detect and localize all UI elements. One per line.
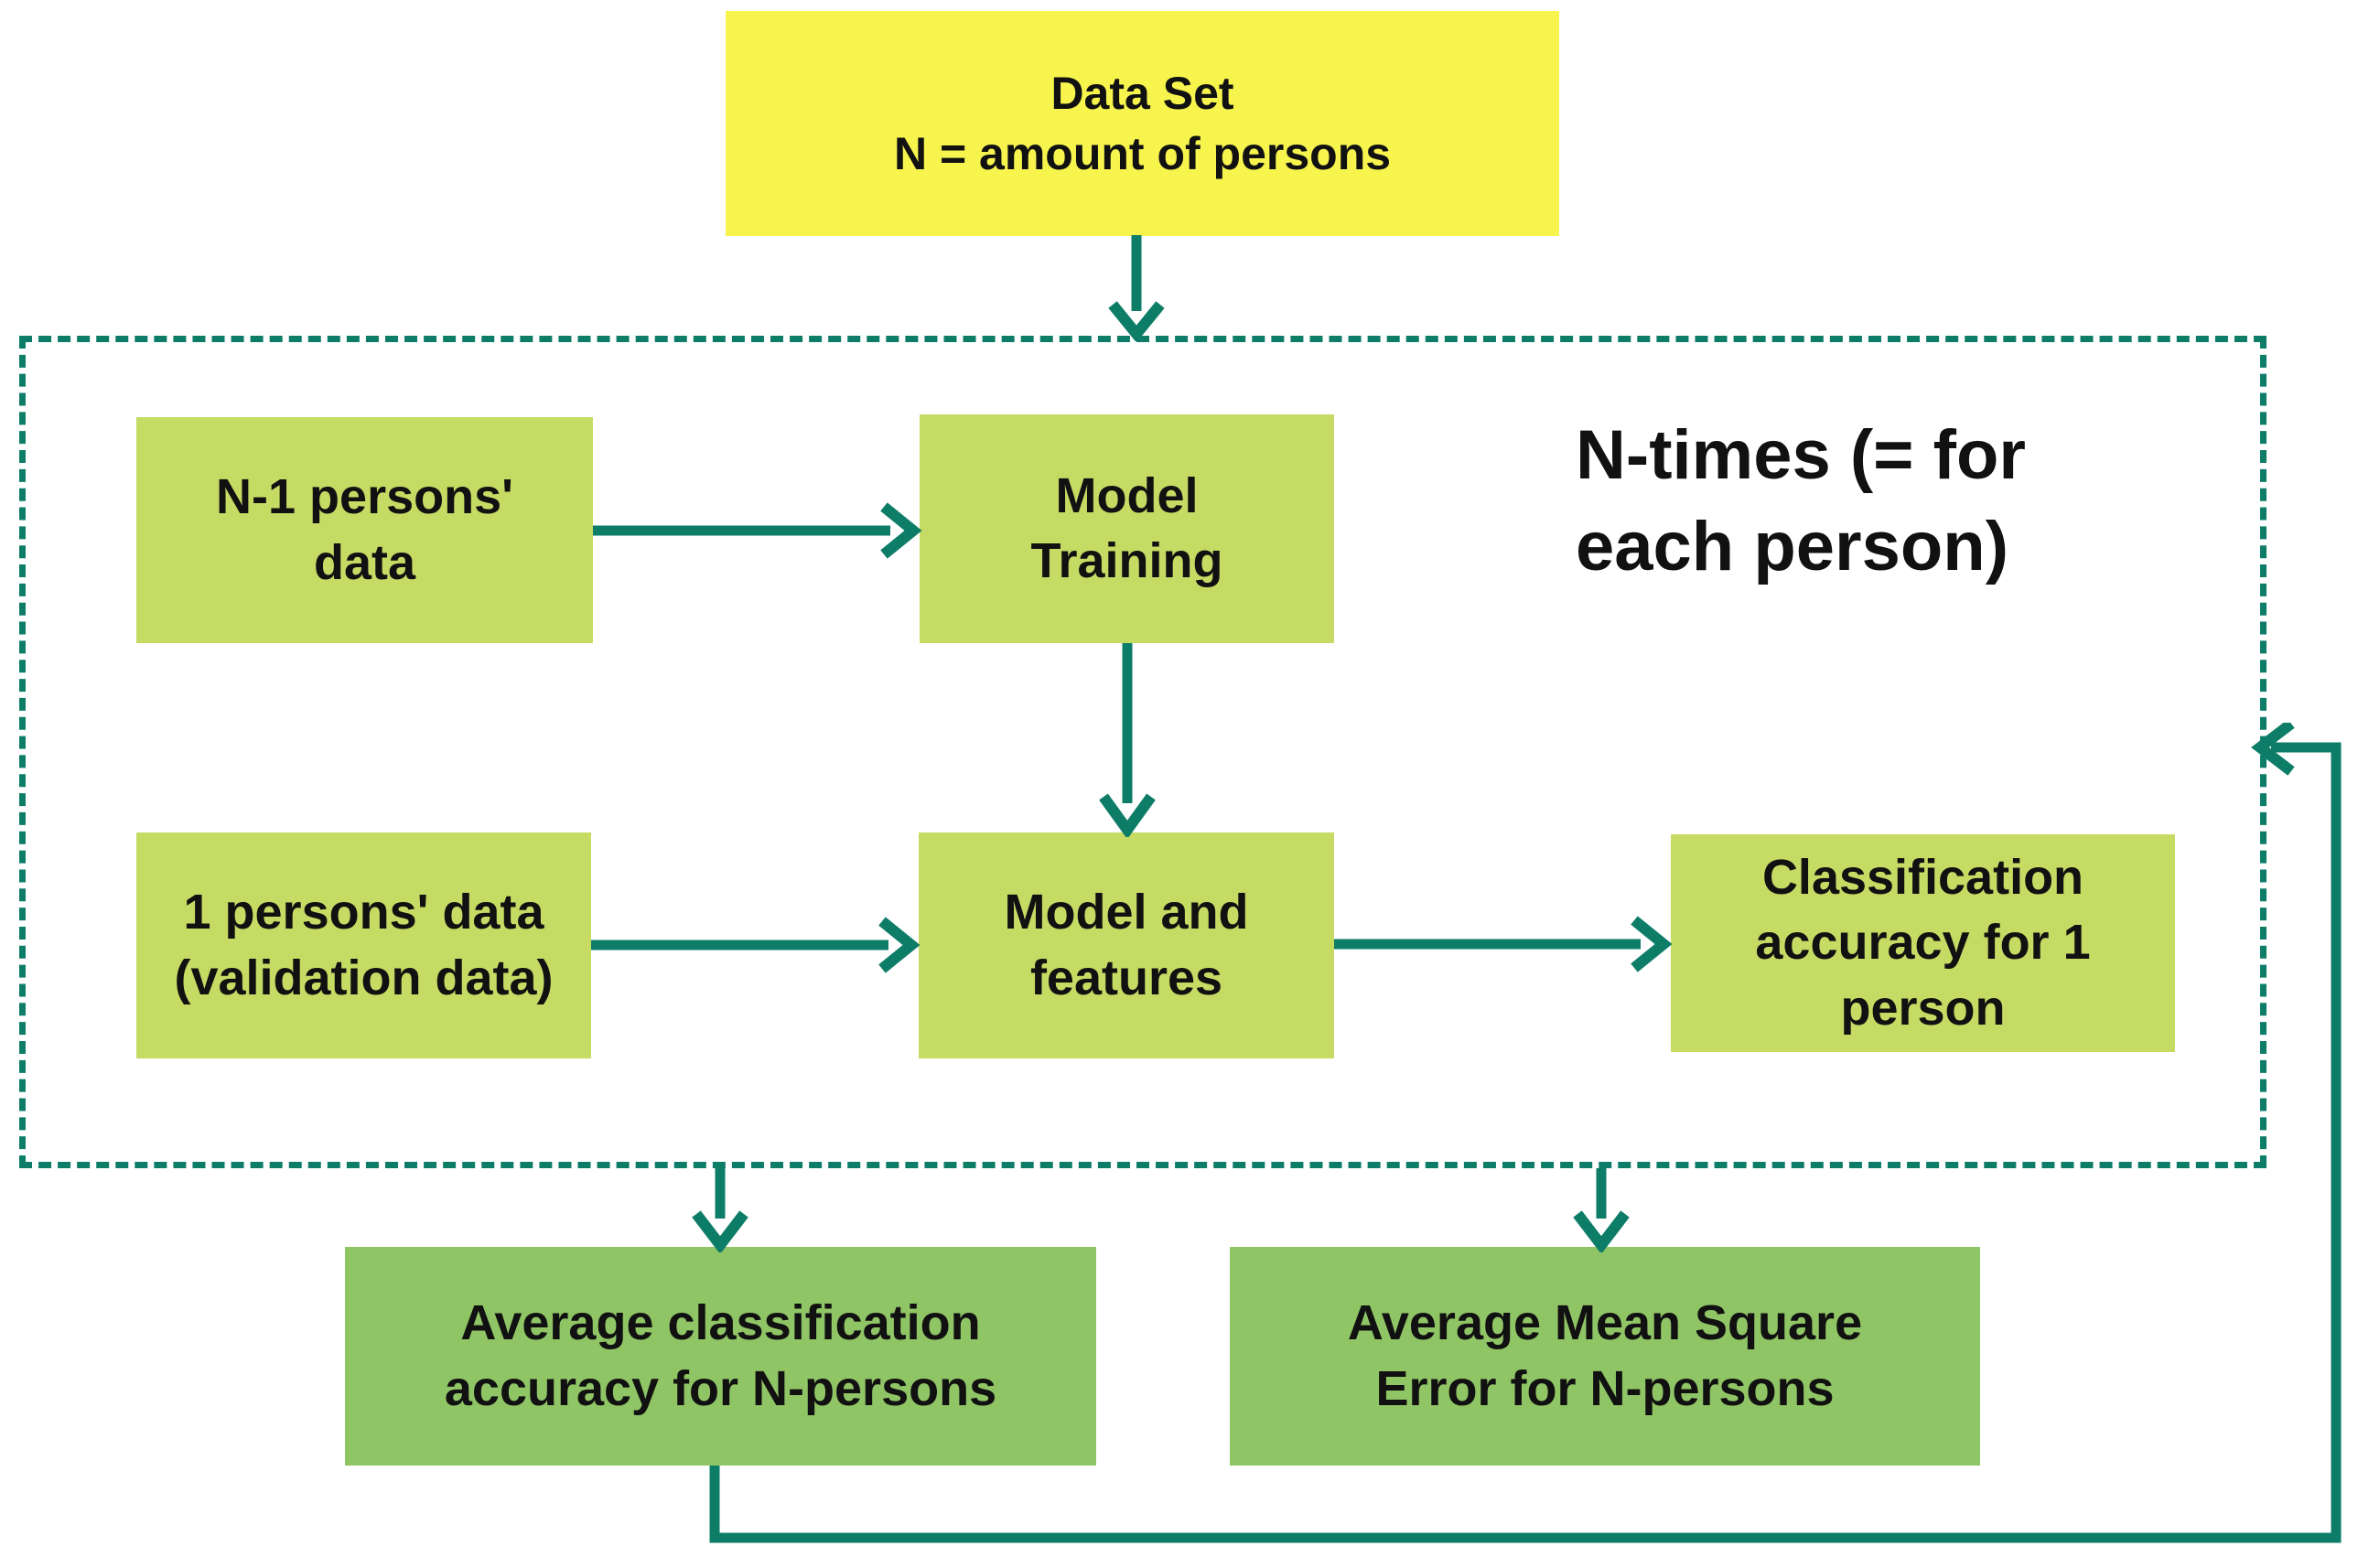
dataset-line1: Data Set <box>1050 68 1234 119</box>
dataset-node: Data Set N = amount of persons <box>726 11 1559 236</box>
n1-persons-data-node: N-1 persons' data <box>136 417 593 643</box>
dataset-line2: N = amount of persons <box>893 128 1392 179</box>
model-and-features-line2: features <box>1029 950 1223 1005</box>
model-training-node: Model Training <box>920 414 1334 643</box>
avg-classification-accuracy-line2: accuracy for N-persons <box>444 1360 997 1416</box>
n1-persons-data-line2: data <box>313 534 416 590</box>
classification-accuracy-line2: accuracy for 1 <box>1755 915 2091 971</box>
one-person-data-line1: 1 persons' data <box>183 885 544 940</box>
model-training-line1: Model <box>1055 467 1199 523</box>
model-training-line2: Training <box>1030 533 1223 588</box>
classification-accuracy-line1: Classification <box>1761 850 2084 906</box>
model-and-features-node: Model and features <box>919 832 1334 1058</box>
avg-mean-square-error-line1: Average Mean Square <box>1347 1295 1863 1351</box>
avg-classification-accuracy-node: Average classification accuracy for N-pe… <box>345 1247 1096 1466</box>
avg-mean-square-error-node: Average Mean Square Error for N-persons <box>1230 1247 1980 1466</box>
classification-accuracy-node: Classification accuracy for 1 person <box>1671 834 2175 1052</box>
classification-accuracy-line3: person <box>1840 980 2006 1036</box>
arrow-training-to-model <box>1098 643 1157 837</box>
arrow-validation-to-model <box>591 916 921 974</box>
arrow-dataset-to-loop <box>1107 233 1166 341</box>
n1-persons-data-line1: N-1 persons' <box>216 469 513 525</box>
arrow-n1-to-training <box>593 501 922 560</box>
loop-label-line1: N-times (= for <box>1576 416 2026 494</box>
model-and-features-line1: Model and <box>1004 885 1249 940</box>
loop-label: N-times (= for each person) <box>1576 410 2026 594</box>
arrow-loop-to-avg-accuracy <box>691 1168 749 1252</box>
avg-mean-square-error-line2: Error for N-persons <box>1375 1360 1835 1416</box>
one-person-data-line2: (validation data) <box>174 950 554 1005</box>
arrow-model-to-accuracy <box>1334 915 1673 973</box>
arrow-loop-to-avg-mse <box>1572 1168 1631 1252</box>
arrow-feedback-loop <box>705 723 2352 1555</box>
avg-classification-accuracy-line1: Average classification <box>460 1295 981 1351</box>
loop-label-line2: each person) <box>1576 508 2009 586</box>
one-person-data-node: 1 persons' data (validation data) <box>136 832 591 1058</box>
